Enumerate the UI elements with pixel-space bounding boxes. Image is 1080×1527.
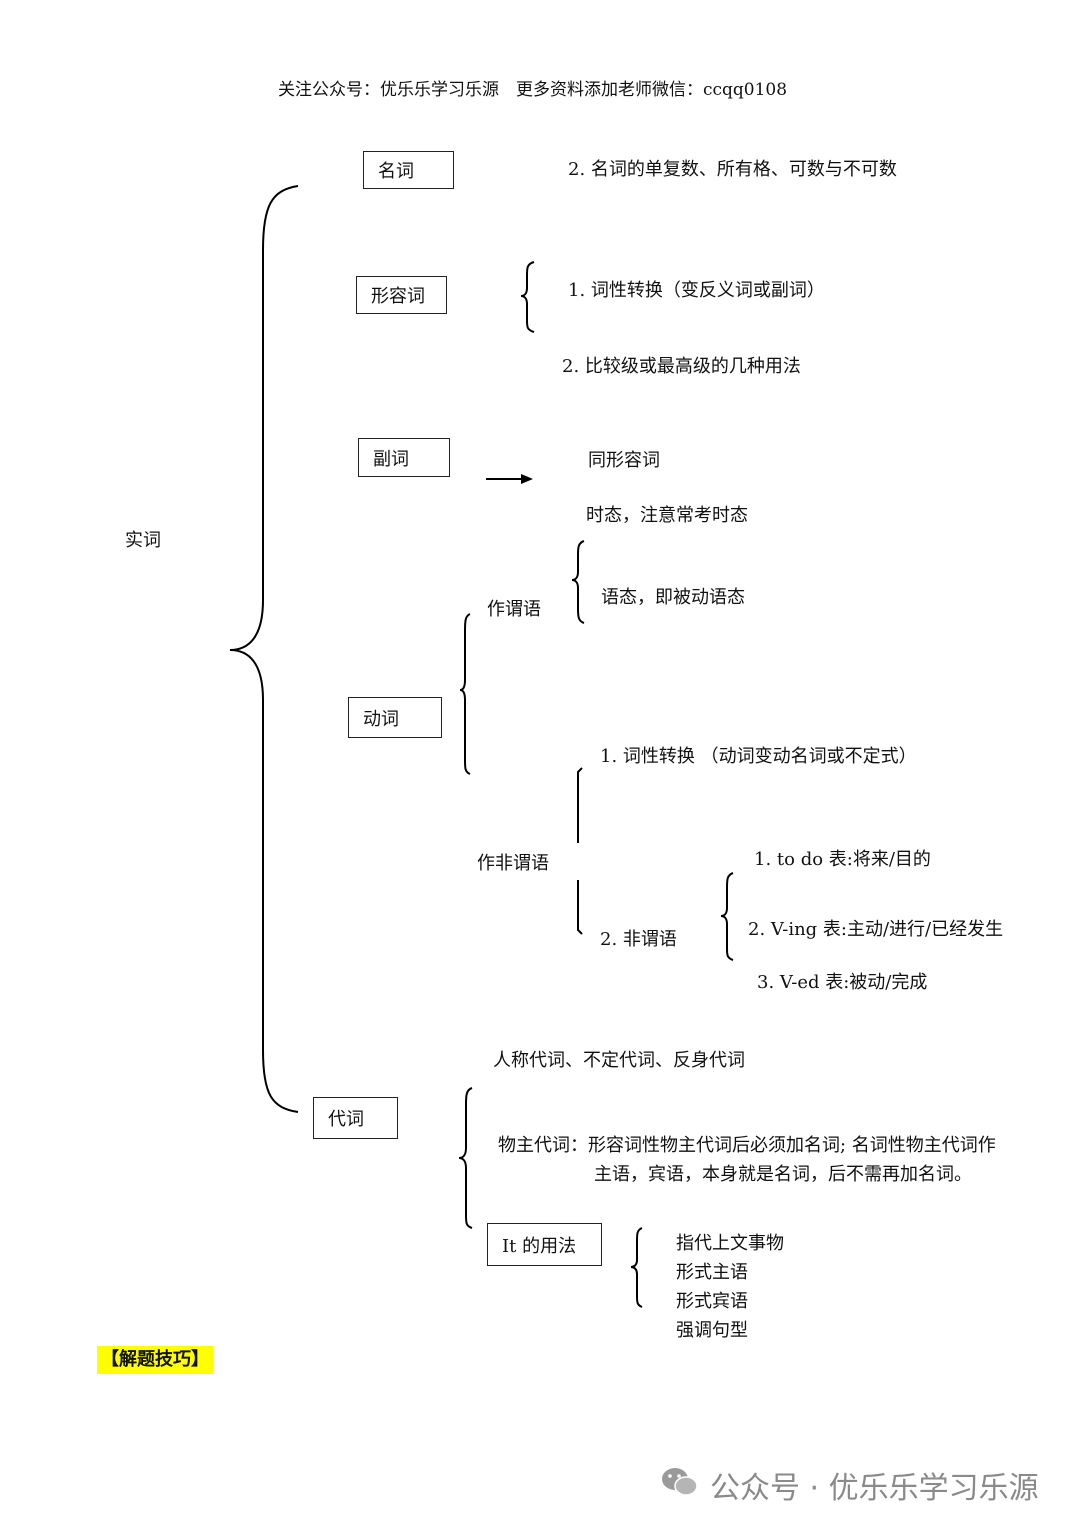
pronoun-box: 代词	[313, 1097, 398, 1139]
adverb-box: 副词	[358, 438, 450, 477]
non-predicate-label: 作非谓语	[477, 853, 549, 874]
adjective-item-1: 1. 词性转换（变反义词或副词）	[568, 280, 825, 301]
adjective-label: 形容词	[371, 286, 425, 307]
page-header: 关注公众号：优乐乐学习乐源 更多资料添加老师微信：ccqq0108	[278, 80, 788, 100]
form-v-ed: 3. V-ed 表:被动/完成	[757, 972, 928, 993]
it-usage-box: It 的用法	[487, 1223, 602, 1266]
it-usage-item-3: 形式宾语	[676, 1291, 748, 1312]
noun-box: 名词	[363, 151, 454, 189]
non-predicate-bracket	[577, 767, 583, 843]
adjective-brace	[520, 261, 535, 333]
noun-label: 名词	[378, 161, 414, 182]
verb-box: 动词	[348, 697, 442, 738]
non-predicate-item-1: 1. 词性转换 （动词变动名词或不定式）	[600, 746, 917, 767]
it-usage-brace	[630, 1227, 643, 1308]
forms-brace	[720, 872, 734, 961]
form-v-ing: 2. V-ing 表:主动/进行/已经发生	[748, 919, 1004, 940]
non-predicate-item-2: 2. 非谓语	[600, 929, 677, 950]
pronoun-types: 人称代词、不定代词、反身代词	[493, 1050, 745, 1071]
noun-item: 2. 名词的单复数、所有格、可数与不可数	[568, 159, 897, 180]
adverb-note: 同形容词	[588, 450, 660, 471]
it-usage-item-2: 形式主语	[676, 1262, 748, 1283]
adjective-item-2: 2. 比较级或最高级的几种用法	[562, 356, 801, 377]
watermark: 公众号 · 优乐乐学习乐源	[710, 1471, 1039, 1506]
pronoun-brace	[458, 1087, 473, 1229]
pronoun-label: 代词	[328, 1109, 364, 1130]
wechat-icon	[662, 1468, 698, 1496]
possessive-line-1: 物主代词：形容词性物主代词后必须加名词; 名词性物主代词作	[498, 1135, 996, 1156]
it-usage-label: It 的用法	[502, 1235, 577, 1257]
it-usage-item-4: 强调句型	[676, 1320, 748, 1341]
predicate-tense: 时态，注意常考时态	[586, 505, 748, 526]
root-label: 实词	[125, 530, 161, 551]
predicate-brace	[571, 540, 585, 624]
possessive-line-2: 主语，宾语，本身就是名词，后不需再加名词。	[594, 1164, 972, 1185]
verb-brace	[459, 613, 471, 775]
verb-label: 动词	[363, 708, 399, 730]
predicate-voice: 语态，即被动语态	[601, 587, 745, 608]
adjective-box: 形容词	[356, 276, 447, 314]
predicate-label: 作谓语	[487, 599, 541, 620]
form-to-do: 1. to do 表:将来/目的	[754, 849, 931, 870]
adverb-label: 副词	[373, 448, 409, 470]
it-usage-item-1: 指代上文事物	[676, 1233, 784, 1254]
root-brace	[229, 185, 299, 1113]
tips-label: 【解题技巧】	[97, 1346, 213, 1374]
